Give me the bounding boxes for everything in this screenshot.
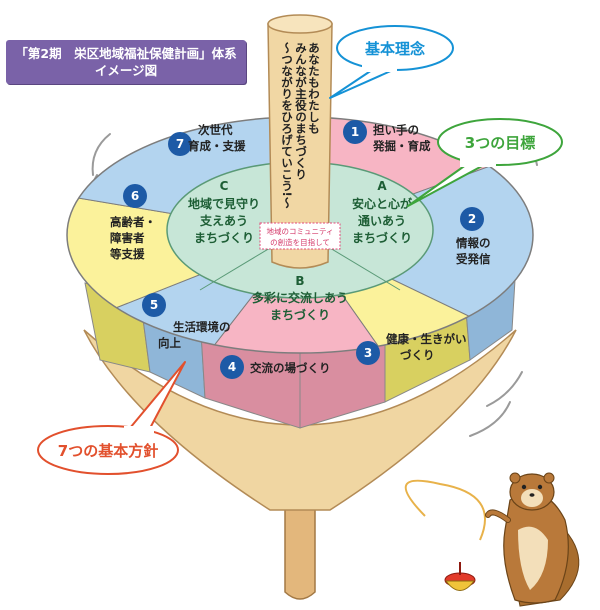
- policy-4-num: 4: [228, 360, 236, 374]
- goal-a-line2: 通いあう: [358, 213, 406, 228]
- goal-c-line1: 地域で見守り: [188, 196, 260, 211]
- community-tag-2: の創造を目指して: [270, 237, 330, 247]
- title-line-1: 「第2期 栄区地域福祉保健計画」体系: [15, 46, 237, 61]
- policy-1-num: 1: [351, 125, 359, 139]
- goal-b-letter: B: [295, 274, 304, 288]
- slogan-line-3: 〜つながりをひろげていこう!〜: [280, 42, 294, 209]
- policy-2-num: 2: [468, 212, 476, 226]
- policy-4-line1: 交流の場づくり: [250, 361, 331, 375]
- top-cone: [83, 329, 517, 511]
- policy-3-line1: 健康・生きがい: [386, 332, 467, 346]
- slogan-line-2: みんなが主役のまちづくり: [294, 42, 308, 180]
- title-line-2: イメージ図: [94, 63, 158, 78]
- policy-2-line1: 情報の: [455, 236, 491, 250]
- policy-5-num: 5: [150, 298, 158, 312]
- policy-6-line1: 高齢者・: [110, 215, 156, 229]
- philosophy-callout-text: 基本理念: [364, 40, 425, 58]
- philosophy-callout: 基本理念: [329, 25, 454, 99]
- policy-2-line2: 受発信: [456, 252, 491, 266]
- goal-c-line3: まちづくり: [194, 230, 254, 245]
- goal-c-letter: C: [220, 179, 229, 193]
- mascot-weasel: [404, 472, 580, 607]
- stick: [267, 23, 333, 269]
- policy-7-num: 7: [176, 137, 184, 151]
- goal-b-line2: まちづくり: [270, 307, 330, 322]
- policy-3-num: 3: [364, 346, 372, 360]
- goal-a-line3: まちづくり: [352, 230, 412, 245]
- policy-1-line1: 担い手の: [373, 123, 419, 137]
- policy-3-line2: づくり: [400, 348, 435, 362]
- policy-6-line3: 等支援: [109, 247, 145, 261]
- goal-a-line1: 安心と心が: [352, 196, 412, 211]
- goal-b-line1: 多彩に交流しあう: [252, 290, 348, 305]
- policy-6-num: 6: [131, 189, 139, 203]
- policies-callout: 7つの基本方針: [37, 361, 186, 475]
- policy-5-line1: 生活環境の: [173, 320, 231, 334]
- goals-callout-text: 3つの目標: [465, 134, 535, 152]
- policy-6-line2: 障害者: [110, 231, 145, 245]
- goal-c-line2: 支えあう: [199, 213, 248, 228]
- community-tag-1: 地域のコミュニティ: [266, 226, 333, 236]
- policy-1-line2: 発掘・育成: [372, 139, 431, 153]
- policy-5-line2: 向上: [158, 336, 181, 350]
- slogan-line-1: あなたもわたしも: [307, 42, 321, 135]
- policy-7-line1: 次世代: [198, 123, 233, 137]
- policy-7-line2: 育成・支援: [188, 139, 246, 153]
- policies-callout-text: 7つの基本方針: [58, 442, 158, 460]
- goal-a-letter: A: [377, 179, 387, 193]
- spindle-tip: [284, 499, 316, 600]
- goals-callout: 3つの目標: [407, 118, 563, 207]
- title-box: 「第2期 栄区地域福祉保健計画」体系 イメージ図: [6, 40, 246, 84]
